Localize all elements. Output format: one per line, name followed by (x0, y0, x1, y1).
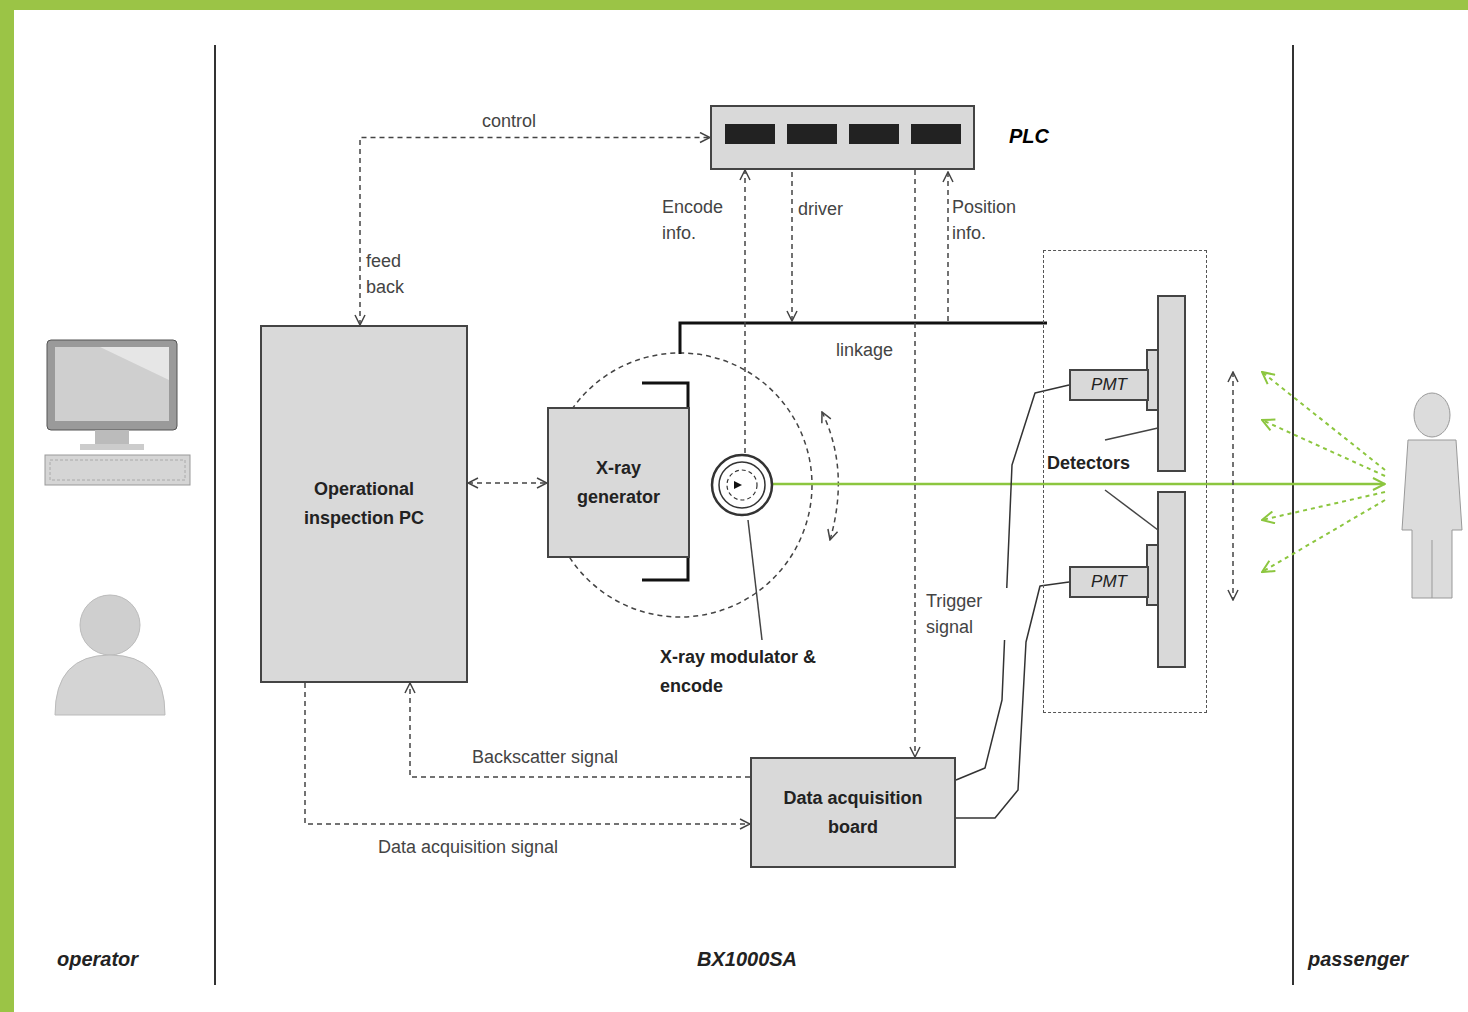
plc-heading: PLC (1009, 125, 1049, 148)
signal-arrow (468, 482, 547, 484)
passenger-figure (1402, 393, 1462, 598)
backscatter-rays (1262, 372, 1385, 572)
box-text: Operational inspection PC (262, 471, 466, 537)
feed-back-label: feed back (364, 248, 416, 300)
box-text: Data acquisition board (752, 780, 954, 846)
box-text: X-ray generator (549, 450, 688, 516)
section-label: BX1000SA (695, 945, 799, 974)
signal-arrow (744, 170, 746, 453)
leader-line (748, 520, 762, 640)
xray-beam (742, 483, 1385, 486)
section-label: passenger (1306, 945, 1410, 974)
rotation-arrow (822, 412, 838, 540)
pmt-text: PMT (1087, 572, 1131, 592)
edge-label: Backscatter signal (470, 744, 620, 770)
driver-label: driver (796, 196, 845, 222)
modulator-outline (710, 453, 774, 517)
signal-arrow (360, 138, 710, 326)
detector-group: DetectorsPMTPMT (1043, 250, 1207, 713)
edge-label: Data acquisition signal (376, 834, 560, 860)
pmt-box: PMT (1069, 566, 1149, 598)
section-label: operator (55, 945, 140, 974)
plc-slot (911, 124, 961, 144)
plc-slot (849, 124, 899, 144)
signal-arrow (914, 170, 916, 757)
position-label: Position info. (950, 194, 1044, 246)
rotation-path (548, 353, 812, 617)
driver-arrow (791, 172, 793, 321)
separator (1292, 45, 1294, 985)
pmt-text: PMT (1087, 375, 1131, 395)
scan-arrow (1232, 372, 1234, 600)
plc-slot (725, 124, 775, 144)
detector-plates (1147, 296, 1185, 667)
edge-label: Encode info. (660, 194, 744, 246)
linkage-label: linkage (834, 337, 895, 363)
signal-arrow (410, 683, 750, 777)
computer-icon (45, 340, 190, 485)
generator-box: X-ray generator (547, 407, 690, 558)
modulator-label: X-ray modulator & encode (660, 643, 860, 701)
plc-box: PLC (710, 105, 975, 170)
plc-slot (787, 124, 837, 144)
modulator-circle: X-ray modulator & encode (710, 453, 774, 517)
user-icon (55, 595, 165, 715)
separator (214, 45, 216, 985)
signal-arrow (305, 683, 750, 824)
pmt-box: PMT (1069, 369, 1149, 401)
pc-box: Operational inspection PC (260, 325, 468, 683)
signal-wire (956, 385, 1069, 780)
detectors-label: Detectors (1047, 453, 1130, 474)
edge-label: Trigger signal (924, 588, 1008, 640)
position-arrow (947, 172, 949, 321)
daq-box: Data acquisition board (750, 757, 956, 868)
edge-label: control (480, 108, 538, 134)
leader-line (1105, 490, 1158, 530)
leader-line (1105, 428, 1158, 440)
